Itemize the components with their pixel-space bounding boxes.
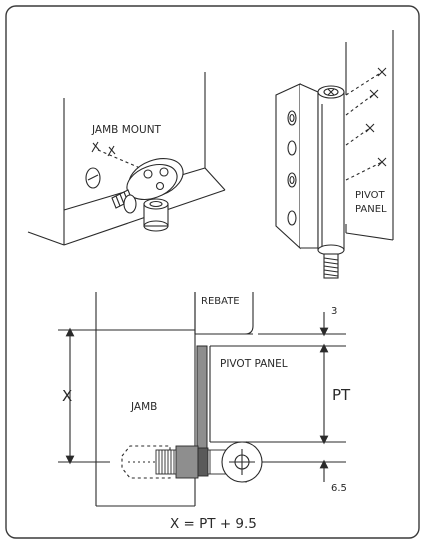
- pt-label: PT: [332, 386, 351, 404]
- pivot-panel-label-line2: PANEL: [355, 204, 387, 215]
- formula-label: X = PT + 9.5: [170, 516, 257, 532]
- jamb-label: JAMB: [130, 401, 157, 413]
- dim-3-label: 3: [331, 306, 337, 317]
- outer-border: [5, 5, 420, 539]
- x-label: X: [62, 387, 72, 405]
- pivot-panel-label: PIVOT PANEL: [220, 358, 288, 370]
- jamb-mount-label: JAMB MOUNT: [91, 124, 162, 136]
- pivot-knuckle: [221, 441, 263, 483]
- dim-6-5-label: 6.5: [331, 483, 347, 494]
- jamb-mount-illustration: [27, 72, 226, 246]
- pivot-panel-label-line1: PIVOT: [355, 190, 386, 201]
- rebate-label: REBATE: [201, 296, 240, 307]
- threaded-stud: [155, 445, 227, 479]
- pivot-hinge-illustration: [275, 30, 394, 279]
